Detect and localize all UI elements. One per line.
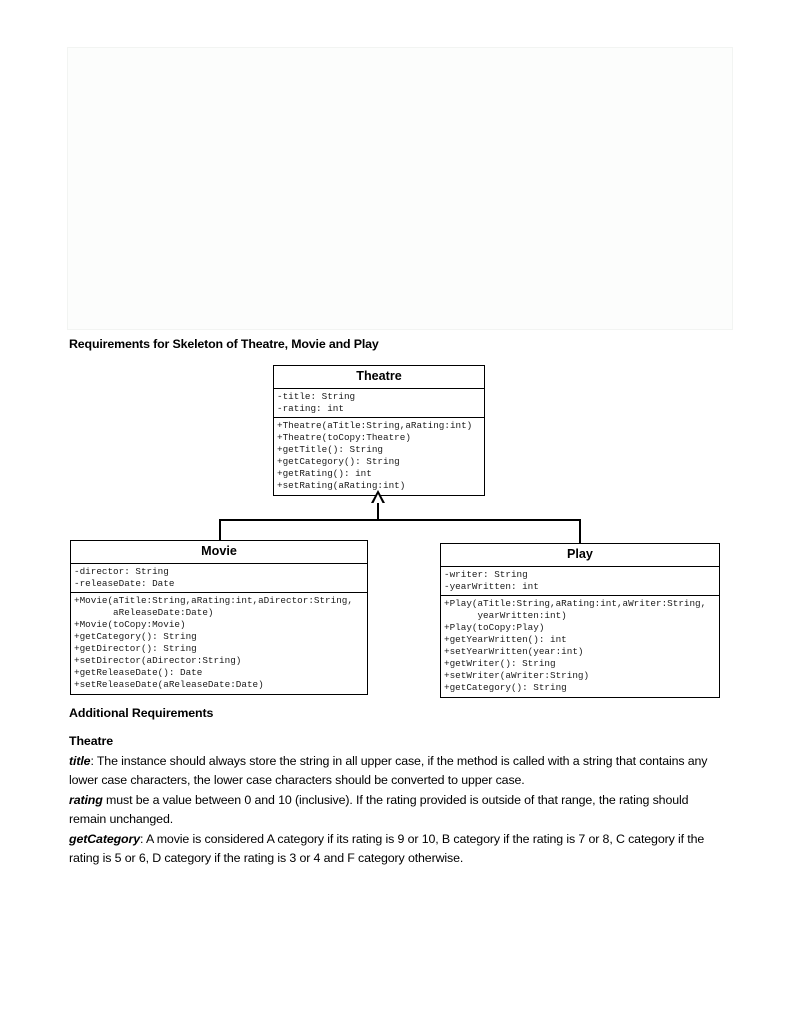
- requirement-term: rating: [69, 793, 103, 807]
- requirement-rating: rating must be a value between 0 and 10 …: [69, 791, 719, 830]
- generalization-drop-play: [579, 519, 581, 544]
- uml-method: +getWriter(): String: [444, 657, 556, 669]
- uml-method: +setReleaseDate(aReleaseDate:Date): [74, 678, 264, 690]
- uml-method: +setWriter(aWriter:String): [444, 669, 590, 681]
- requirement-separator: :: [139, 832, 146, 846]
- uml-method: +Movie(aTitle:String,aRating:int,aDirect…: [74, 595, 353, 607]
- uml-attribute: -director: String: [74, 565, 169, 577]
- uml-method: +setDirector(aDirector:String): [74, 654, 242, 666]
- uml-method: +Theatre(aTitle:String,aRating:int): [277, 420, 473, 432]
- uml-method-continuation: aReleaseDate:Date): [74, 607, 214, 619]
- uml-method: +getRating(): int: [277, 468, 372, 480]
- section-heading-additional-requirements: Additional Requirements: [69, 706, 214, 720]
- uml-attribute: -releaseDate: Date: [74, 577, 175, 589]
- inheritance-triangle-inner: [373, 493, 383, 504]
- requirement-text: must be a value between 0 and 10 (inclus…: [69, 793, 689, 827]
- uml-attribute: -writer: String: [444, 568, 528, 580]
- uml-attributes-movie: -director: String -releaseDate: Date: [71, 563, 367, 593]
- uml-method: +Movie(toCopy:Movie): [74, 619, 186, 631]
- uml-method: +setYearWritten(year:int): [444, 646, 584, 658]
- uml-method-continuation: yearWritten:int): [444, 610, 567, 622]
- uml-attribute: -yearWritten: int: [444, 580, 539, 592]
- uml-method: +getTitle(): String: [277, 444, 384, 456]
- generalization-drop-movie: [219, 519, 221, 541]
- uml-methods-theatre: +Theatre(aTitle:String,aRating:int) +The…: [274, 417, 484, 495]
- uml-method: +getReleaseDate(): Date: [74, 666, 203, 678]
- uml-class-title-play: Play: [441, 544, 719, 567]
- section-heading-theatre: Theatre: [69, 734, 114, 748]
- uml-attributes-theatre: -title: String -rating: int: [274, 388, 484, 418]
- generalization-bar: [219, 519, 581, 521]
- uml-method: +Play(toCopy:Play): [444, 622, 545, 634]
- uml-class-theatre[interactable]: Theatre -title: String -rating: int +The…: [273, 365, 485, 496]
- uml-attributes-play: -writer: String -yearWritten: int: [441, 566, 719, 596]
- requirement-term: getCategory: [69, 832, 140, 846]
- uml-methods-movie: +Movie(aTitle:String,aRating:int,aDirect…: [71, 592, 367, 694]
- uml-method: +setRating(aRating:int): [277, 479, 406, 491]
- requirement-text: The instance should always store the str…: [69, 754, 708, 788]
- uml-methods-play: +Play(aTitle:String,aRating:int,aWriter:…: [441, 595, 719, 697]
- requirement-title: title: The instance should always store …: [69, 752, 719, 791]
- blank-content-frame: [67, 47, 733, 330]
- uml-method: +getDirector(): String: [74, 643, 197, 655]
- requirement-separator: :: [90, 754, 97, 768]
- uml-attribute: -title: String: [277, 390, 356, 402]
- page-title: Requirements for Skeleton of Theatre, Mo…: [69, 337, 379, 351]
- uml-method: +getCategory(): String: [74, 631, 197, 643]
- uml-class-title-movie: Movie: [71, 541, 367, 564]
- requirement-getcategory: getCategory: A movie is considered A cat…: [69, 830, 719, 869]
- uml-method: +getCategory(): String: [277, 456, 400, 468]
- uml-method: +getCategory(): String: [444, 681, 567, 693]
- uml-class-movie[interactable]: Movie -director: String -releaseDate: Da…: [70, 540, 368, 695]
- uml-method: +Play(aTitle:String,aRating:int,aWriter:…: [444, 598, 707, 610]
- generalization-stem: [377, 503, 379, 521]
- uml-method: +Theatre(toCopy:Theatre): [277, 432, 411, 444]
- uml-attribute: -rating: int: [277, 402, 344, 414]
- requirement-text: A movie is considered A category if its …: [69, 832, 705, 866]
- uml-class-play[interactable]: Play -writer: String -yearWritten: int +…: [440, 543, 720, 698]
- uml-class-title-theatre: Theatre: [274, 366, 484, 389]
- requirement-term: title: [69, 754, 91, 768]
- uml-method: +getYearWritten(): int: [444, 634, 567, 646]
